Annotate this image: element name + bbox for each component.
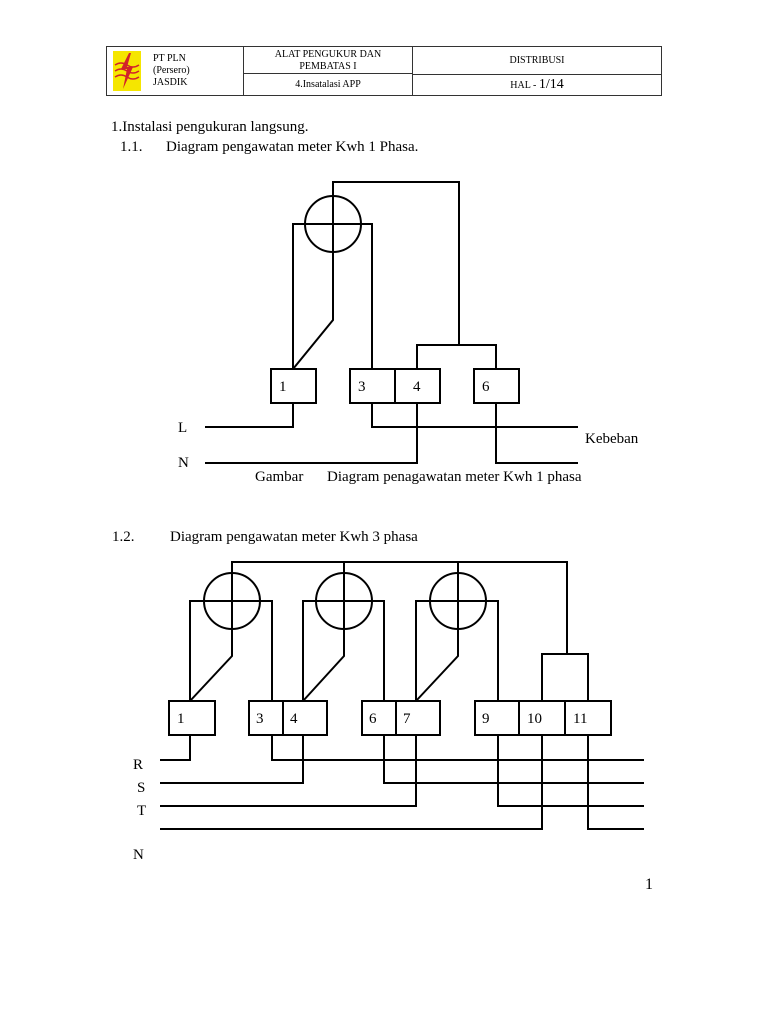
lightning-icon: [114, 53, 140, 89]
company-line: JASDIK: [153, 77, 188, 88]
subsection-title: Diagram pengawatan meter Kwh 3 phasa: [170, 529, 418, 545]
terminal-box: [518, 700, 566, 736]
line-label-r: R: [133, 757, 143, 773]
document-subtitle: 4.Insatalasi APP: [295, 79, 361, 90]
terminal-label: 3: [256, 711, 264, 727]
terminal-box: [473, 368, 520, 404]
page-number: 1/14: [538, 77, 564, 92]
section-heading: 1.Instalasi pengukuran langsung.: [111, 119, 309, 135]
page-indicator: HAL - 1/14: [413, 75, 661, 95]
terminal-label: 4: [290, 711, 298, 727]
company-line: PT PLN: [153, 53, 186, 64]
pln-logo: [113, 51, 141, 91]
caption-prefix: Gambar: [255, 469, 303, 485]
department-cell: DISTRIBUSI HAL - 1/14: [413, 47, 661, 95]
diagram-1-phase: [205, 181, 578, 464]
terminal-box: [361, 700, 397, 736]
terminal-box: [282, 700, 328, 736]
subsection-number: 1.2.: [112, 529, 135, 545]
company-line: (Persero): [153, 65, 190, 76]
terminal-label: 4: [413, 379, 421, 395]
terminal-label: 1: [279, 379, 287, 395]
terminal-label: 10: [527, 711, 542, 727]
document-title: ALAT PENGUKUR DAN PEMBATAS I: [244, 47, 412, 74]
terminal-label: 1: [177, 711, 185, 727]
line-label-l: L: [178, 420, 187, 436]
title-line: ALAT PENGUKUR DAN: [274, 49, 382, 60]
terminal-box: [349, 368, 396, 404]
title-cell: ALAT PENGUKUR DAN PEMBATAS I 4.Insatalas…: [244, 47, 413, 95]
terminal-label: 6: [482, 379, 490, 395]
terminal-label: 11: [573, 711, 587, 727]
line-label-t: T: [137, 803, 146, 819]
department-label: DISTRIBUSI: [413, 47, 661, 75]
terminal-box: [270, 368, 317, 404]
terminal-label: 3: [358, 379, 366, 395]
subsection-number: 1.1.: [120, 139, 143, 155]
terminal-label: 7: [403, 711, 411, 727]
document-header: PT PLN (Persero) JASDIK ALAT PENGUKUR DA…: [106, 46, 662, 96]
company-name: PT PLN (Persero) JASDIK: [153, 53, 190, 89]
diagram-caption: Diagram penagawatan meter Kwh 1 phasa: [327, 469, 582, 485]
page-prefix: HAL -: [510, 80, 539, 91]
terminal-box: [395, 700, 441, 736]
title-line: PEMBATAS I: [299, 61, 357, 72]
diagram-3-phase: [160, 561, 644, 830]
terminal-box: [168, 700, 216, 736]
company-cell: PT PLN (Persero) JASDIK: [107, 47, 244, 95]
terminal-box: [248, 700, 284, 736]
footer-page-number: 1: [645, 876, 653, 893]
subsection-title: Diagram pengawatan meter Kwh 1 Phasa.: [166, 139, 419, 155]
terminal-box: [564, 700, 612, 736]
terminal-label: 9: [482, 711, 490, 727]
terminal-label: 6: [369, 711, 377, 727]
line-label-n: N: [133, 847, 144, 863]
line-label-s: S: [137, 780, 145, 796]
load-label: Kebeban: [585, 431, 639, 447]
line-label-n: N: [178, 455, 189, 471]
